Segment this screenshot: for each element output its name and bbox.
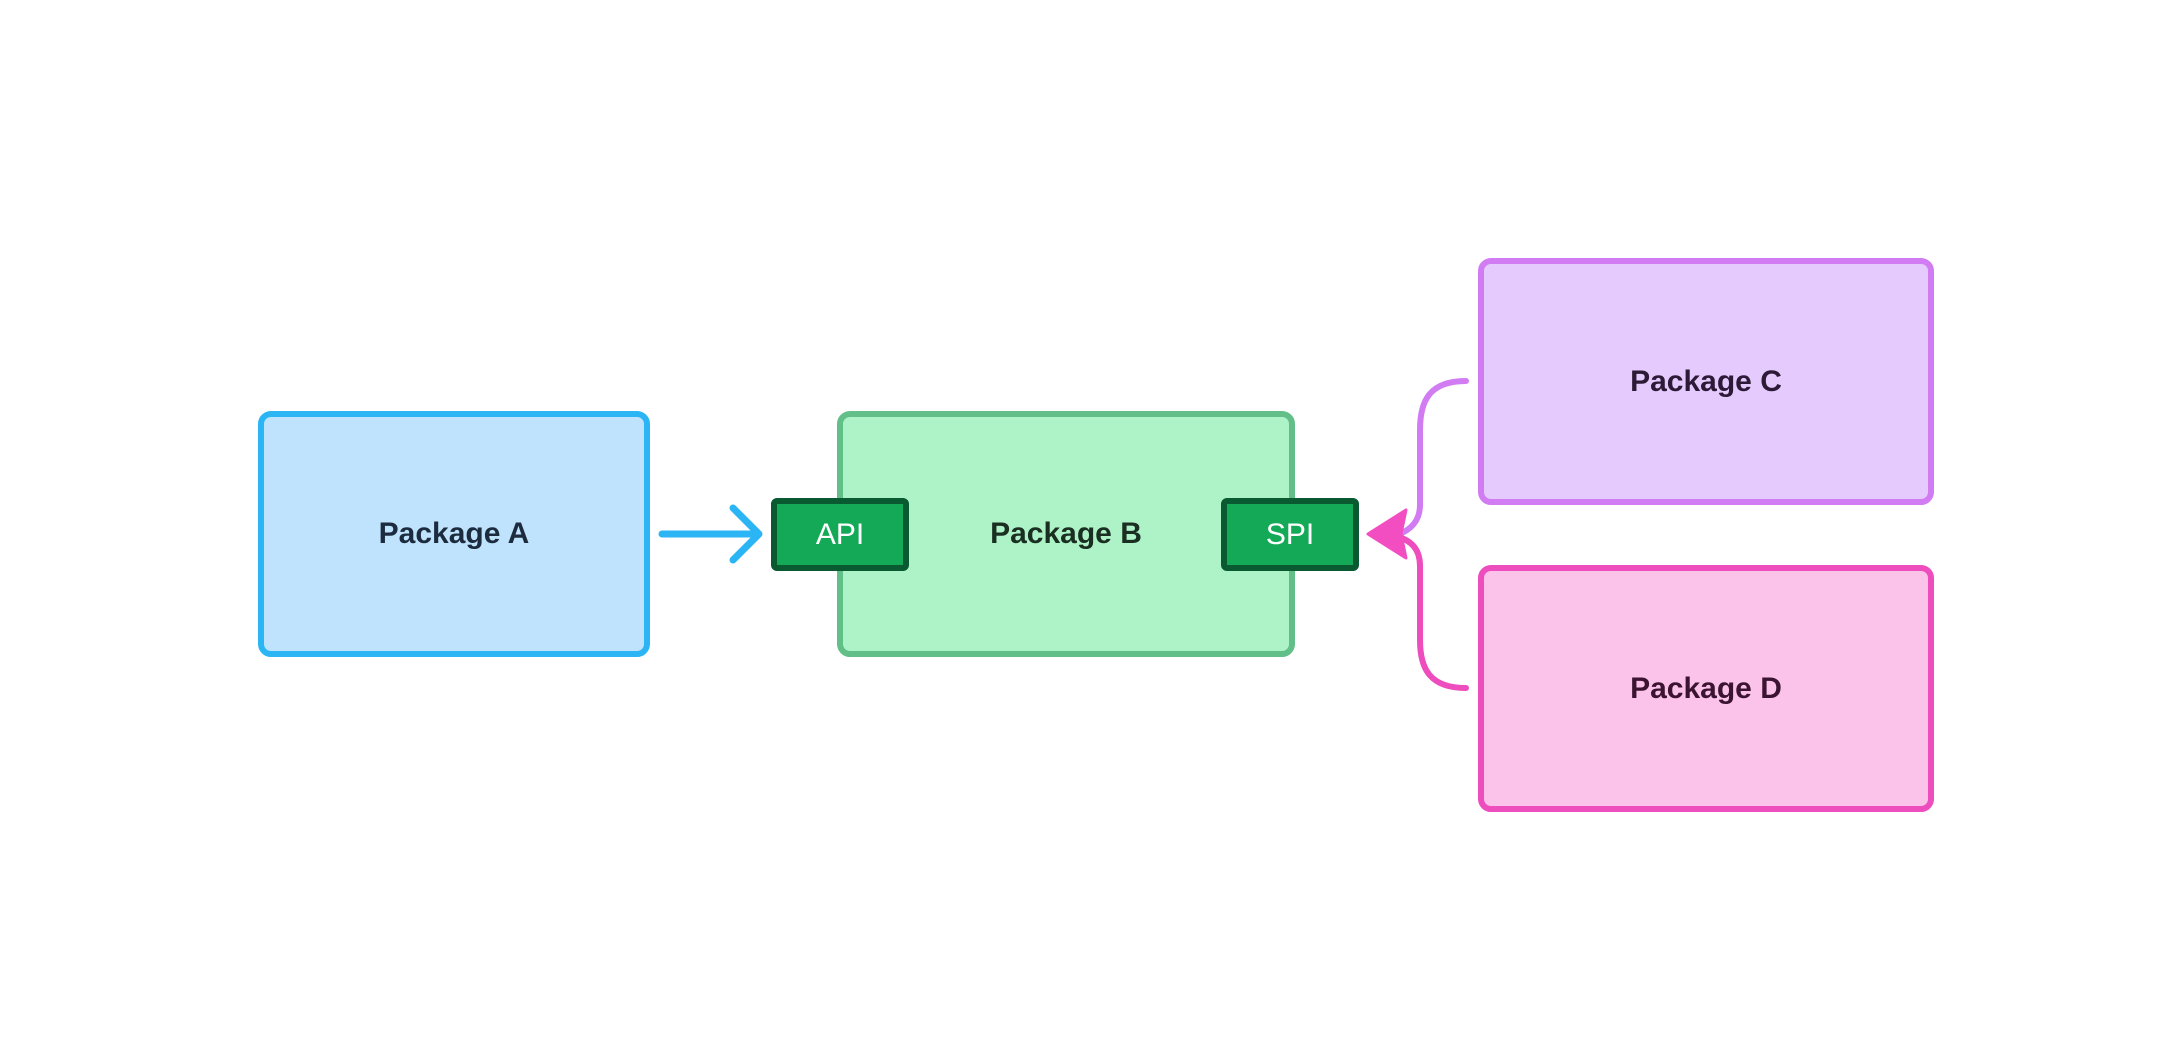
package-b-label: Package B <box>990 517 1142 550</box>
spi-port[interactable]: SPI <box>1221 498 1359 571</box>
edge-c-to-spi-line <box>1392 378 1469 539</box>
edge-spi-arrowhead <box>1366 508 1408 560</box>
package-a-label: Package A <box>378 517 530 550</box>
edge-d-to-spi <box>1392 533 1469 691</box>
api-port[interactable]: API <box>771 498 909 571</box>
edge-d-to-spi-line <box>1392 533 1469 691</box>
package-c-label: Package C <box>1630 364 1782 398</box>
edge-a-to-api-arrowhead <box>729 504 763 564</box>
edge-c-to-spi <box>1392 378 1469 539</box>
package-a-box[interactable]: Package A <box>258 411 650 657</box>
package-d-label: Package D <box>1630 671 1782 705</box>
package-c-box[interactable]: Package C <box>1478 258 1934 505</box>
api-port-label: API <box>815 517 865 551</box>
spi-port-label: SPI <box>1265 517 1315 551</box>
package-d-box[interactable]: Package D <box>1478 565 1934 812</box>
edge-a-to-api <box>658 504 763 564</box>
